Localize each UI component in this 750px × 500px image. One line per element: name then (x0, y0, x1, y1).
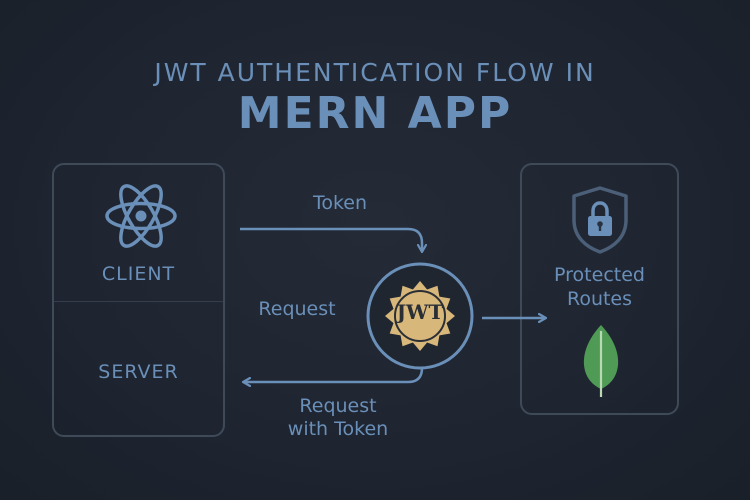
client-label: CLIENT (101, 263, 176, 285)
token-edge-label: Token (312, 192, 368, 214)
protected-routes-panel: Protected Routes (520, 163, 679, 415)
diagram-title-line2: MERN APP (237, 88, 513, 139)
protected-routes-label-line1: Protected (554, 264, 645, 286)
jwt-label: JWT (396, 300, 444, 324)
mongodb-leaf-icon (583, 325, 619, 397)
protected-routes-label-line2: Routes (566, 288, 633, 310)
request-with-token-arrow (244, 362, 424, 382)
react-atom-icon (105, 184, 177, 248)
shield-lock-icon (572, 186, 628, 254)
diagram-title-line1: JWT AUTHENTICATION FLOW IN (154, 58, 596, 87)
server-label: SERVER (98, 361, 179, 383)
request-with-token-line1: Request (299, 395, 377, 417)
client-server-panel: CLIENT SERVER (52, 163, 225, 437)
panel-divider (54, 301, 223, 302)
protected-routes-label: Protected Routes (522, 263, 677, 311)
request-with-token-edge-label: Request with Token (270, 395, 406, 441)
token-arrow (240, 227, 422, 251)
request-edge-label: Request (258, 298, 336, 320)
request-with-token-line2: with Token (287, 418, 389, 440)
